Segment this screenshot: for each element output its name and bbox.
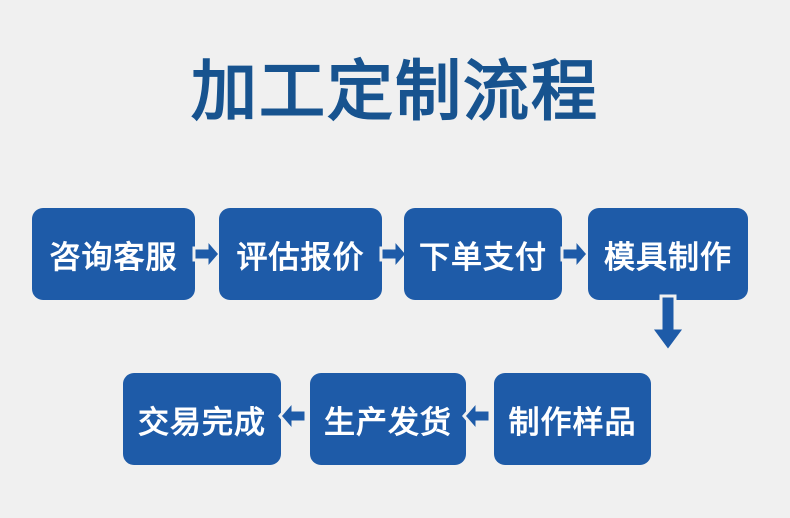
flow-step-quotation[interactable]: 评估报价 (219, 208, 382, 300)
flow-step-production-shipping[interactable]: 生产发货 (310, 373, 466, 465)
flow-step-label: 下单支付 (419, 239, 547, 275)
arrow-right-icon (192, 234, 222, 274)
arrow-right-icon (560, 234, 590, 274)
arrow-left-icon (278, 396, 308, 436)
flow-step-label: 生产发货 (324, 404, 452, 440)
flow-step-label: 评估报价 (236, 239, 365, 275)
arrow-right-icon (379, 234, 409, 274)
flow-step-label: 咨询客服 (49, 239, 178, 275)
flow-step-label: 制作样品 (508, 404, 637, 440)
flow-step-transaction-complete[interactable]: 交易完成 (123, 373, 281, 465)
page-title: 加工定制流程 (191, 54, 599, 128)
flow-step-label: 交易完成 (138, 404, 266, 440)
flow-step-mold-making[interactable]: 模具制作 (588, 208, 748, 300)
flow-step-sample-making[interactable]: 制作样品 (494, 373, 651, 465)
arrow-down-icon (648, 294, 688, 354)
flow-step-label: 模具制作 (604, 239, 732, 275)
flow-step-place-order-pay[interactable]: 下单支付 (404, 208, 562, 300)
flow-step-consult-service[interactable]: 咨询客服 (32, 208, 195, 300)
arrow-left-icon (462, 396, 492, 436)
